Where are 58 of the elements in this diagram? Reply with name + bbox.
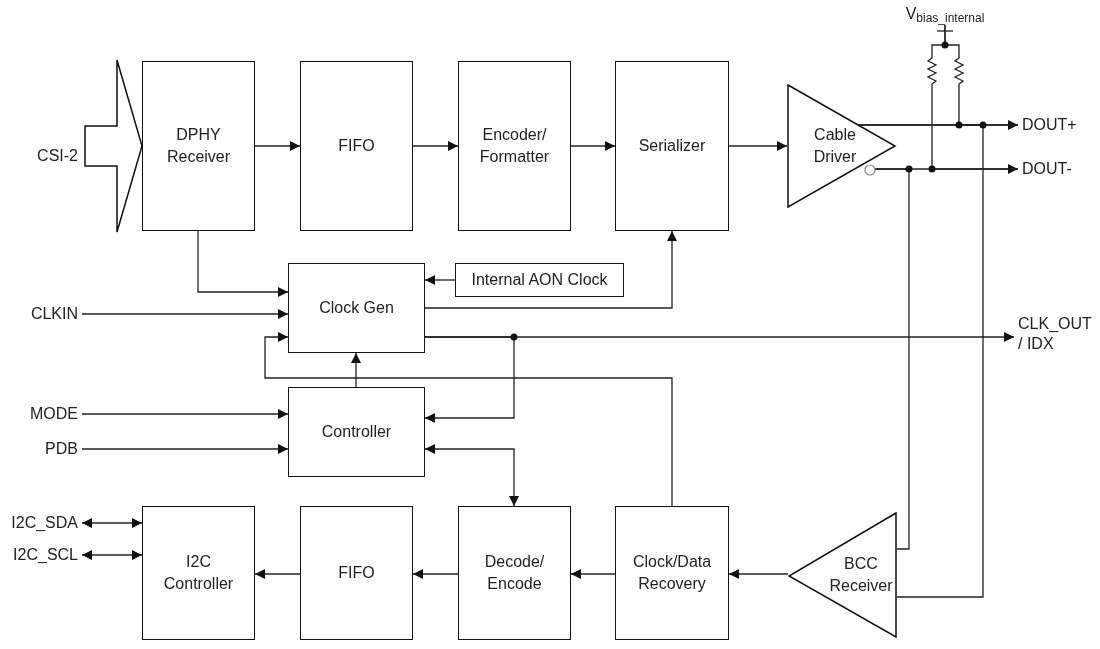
signal-label: CLK_OUT / IDX [1018,314,1093,354]
signal-label: I2C_SDA [11,513,78,533]
signal-label: DOUT- [1022,159,1072,179]
connector-arrow [351,352,361,388]
signal-label: I2C_SCL [13,545,78,565]
signal-label: V$_{bias_internal}$ [905,4,985,24]
block-box [458,61,571,231]
block-box [300,61,413,231]
block-box [142,506,255,640]
node-label: FIFO [338,136,375,156]
node-label: Clock/Data Recovery [631,552,713,594]
node-label: Internal AON Clock [471,270,608,290]
connector-arrow [570,141,616,151]
connector-arrow [412,569,459,579]
node-label: DPHY Receiver [165,125,232,167]
node-label: BCC Receiver [828,554,894,596]
node-label: I2C Controller [162,552,235,594]
block-box [300,506,413,640]
connector-arrow [570,569,616,579]
connector-arrow [264,332,673,507]
node-label: Serializer [638,136,706,156]
connector-arrow [81,518,143,528]
block-box [615,61,729,231]
connector-arrow [424,444,519,507]
node-label: Clock Gen [319,298,394,318]
connector-arrow [728,141,788,151]
signal-label: DOUT+ [1022,115,1077,135]
connector-arrow [81,309,289,319]
connector-arrow [81,444,289,454]
block-box [142,61,255,231]
amplifier-triangle [787,84,897,208]
node-label: Decode/ Encode [483,552,546,594]
connector-arrow [254,141,301,151]
connector-arrow [197,230,289,297]
signal-label: CLKIN [30,304,78,324]
connector-arrow [424,275,456,285]
node-label: FIFO [338,563,375,583]
connector-arrow [728,569,789,579]
node-label: Cable Driver [812,125,858,167]
node-label: Controller [321,422,392,442]
connector-arrow [81,550,143,560]
signal-label: MODE [30,404,78,424]
connector-arrow [424,230,677,309]
resistor-wire [926,24,1019,170]
connector-arrow [81,409,289,419]
block-box [288,387,425,477]
connector-arrow [424,336,515,423]
amplifier-triangle [788,512,897,638]
block-box [288,263,425,353]
block-box [455,263,624,297]
connector-arrow [254,569,301,579]
signal-label: PDB [45,439,78,459]
bus-arrow [84,59,143,233]
block-box [458,506,571,640]
block-box [615,506,729,640]
connector-arrow [412,141,459,151]
node-label: Encoder/ Formatter [478,125,551,167]
signal-label: CSI-2 [37,146,78,166]
